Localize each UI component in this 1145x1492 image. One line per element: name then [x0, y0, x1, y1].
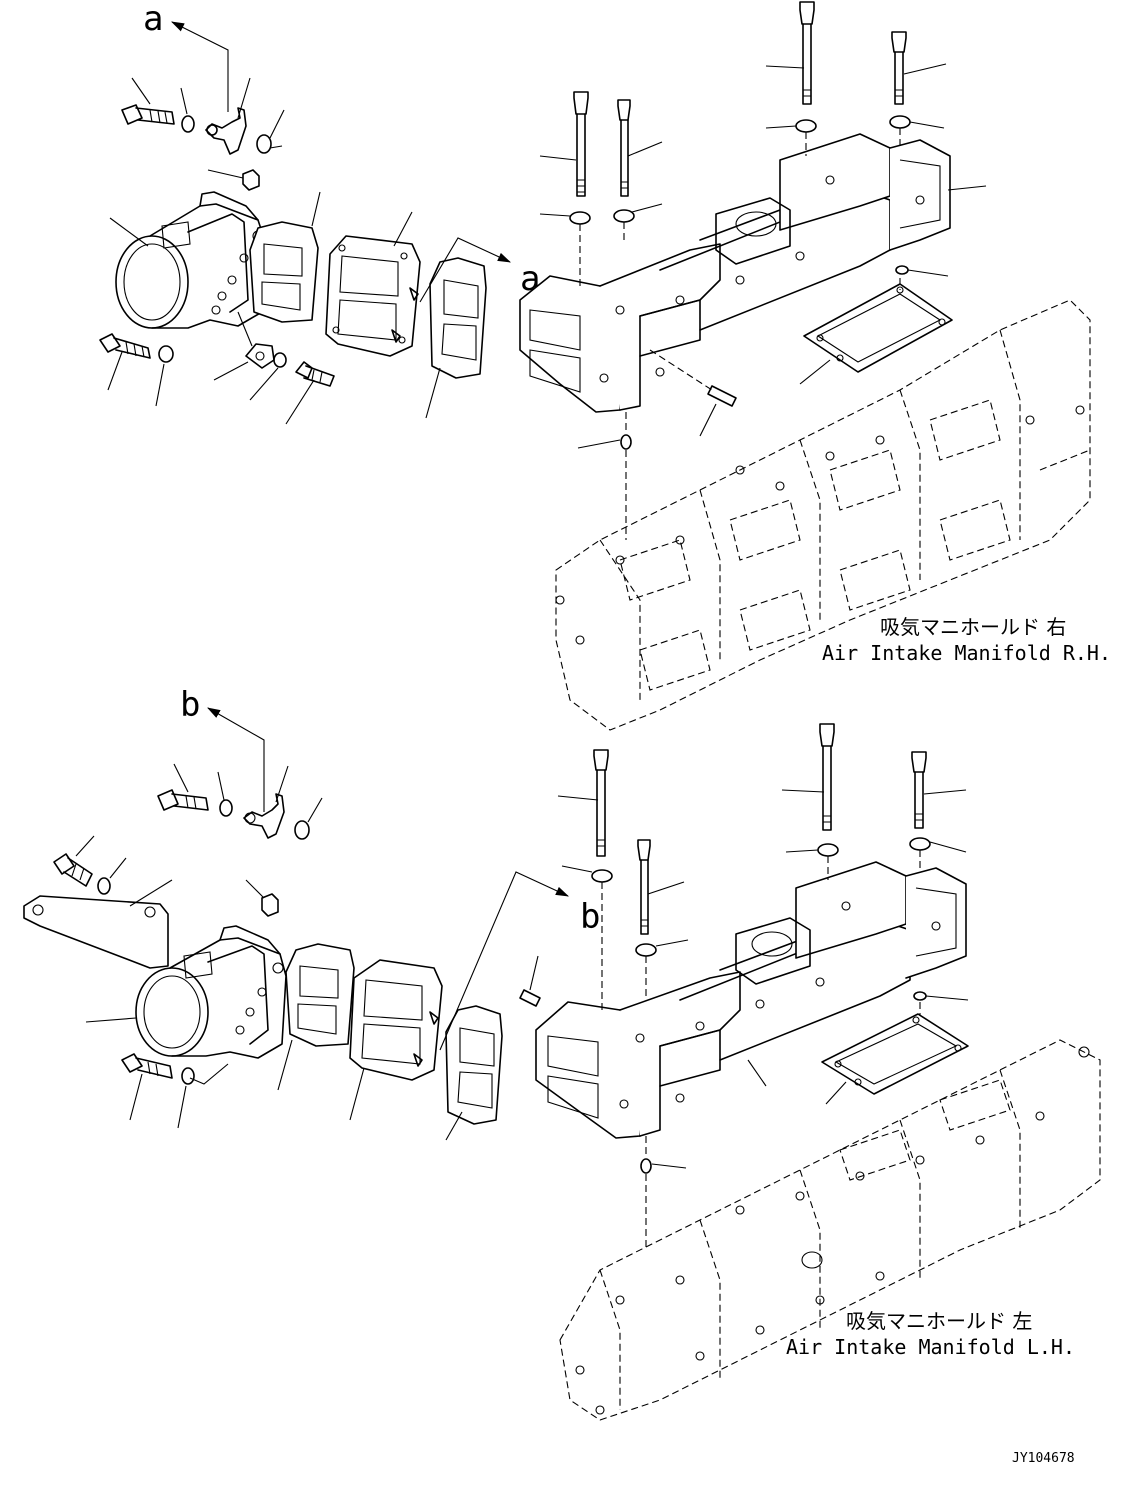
long-bolt-icon: [819, 723, 835, 831]
bolt-icon: [53, 853, 93, 887]
washer-icon: [219, 799, 233, 817]
long-bolt-icon: [799, 1, 815, 105]
callout-b-leader: [207, 707, 265, 812]
long-bolt-icon: [891, 31, 907, 105]
drawing-number: JY104678: [1012, 1451, 1075, 1466]
long-bolt-icon: [593, 749, 609, 857]
gasket-icon: [803, 283, 953, 373]
engine-block-outline: [555, 299, 1091, 731]
caption-lh-english: Air Intake Manifold L.H.: [786, 1335, 1075, 1359]
washer-icon: [613, 209, 635, 223]
spacer-plate-icon: [325, 235, 421, 357]
washer-icon: [795, 119, 817, 133]
gasket-icon: [285, 943, 355, 1047]
manifold-body: [535, 861, 967, 1139]
washer-icon: [181, 1067, 195, 1085]
elbow-connector: [135, 925, 287, 1059]
dowel-pin-icon: [707, 385, 737, 407]
washer-icon: [181, 115, 195, 133]
dowel-pin-icon: [519, 989, 541, 1007]
caption-rh-english: Air Intake Manifold R.H.: [822, 641, 1111, 665]
spacer-plate-icon: [349, 959, 443, 1081]
bolt-icon: [121, 104, 175, 125]
clip-bracket-icon: [205, 107, 247, 155]
bolt-icon: [157, 789, 209, 811]
callout-a-leader: [171, 21, 229, 112]
callout-b-label: b: [580, 897, 600, 937]
washer-icon: [591, 869, 613, 883]
manifold-body: [519, 133, 951, 413]
bushing-icon: [640, 1158, 652, 1174]
washer-icon: [256, 134, 272, 154]
gasket-icon: [429, 257, 487, 379]
callout-a-label: a: [143, 0, 163, 39]
assembly-left-hand: b: [23, 685, 1101, 1421]
washer-icon: [569, 211, 591, 225]
nut-icon: [913, 991, 927, 1001]
caption-lh-japanese: 吸気マニホールド 左: [846, 1309, 1032, 1333]
washer-icon: [909, 837, 931, 851]
callout-b-leader: [439, 871, 569, 1051]
assembly-right-hand: a: [99, 0, 1111, 731]
gasket-icon: [821, 1013, 969, 1095]
bushing-icon: [620, 434, 632, 450]
gasket-icon: [445, 1005, 503, 1125]
elbow-connector: [115, 191, 267, 329]
washer-icon: [294, 820, 310, 840]
washer-icon: [97, 877, 111, 895]
caption-rh-japanese: 吸気マニホールド 右: [880, 615, 1066, 639]
plug-icon: [242, 169, 260, 191]
gasket-icon: [249, 221, 319, 323]
washer-icon: [158, 345, 174, 363]
bolt-icon: [295, 361, 335, 387]
long-bolt-icon: [911, 751, 927, 829]
engine-block-outline: [559, 1039, 1101, 1421]
nut-icon: [895, 265, 909, 275]
callout-a-leader: [419, 237, 511, 303]
washer-icon: [273, 352, 287, 368]
mounting-bracket: [23, 895, 169, 969]
bolt-icon: [121, 1053, 173, 1079]
washer-icon: [889, 115, 911, 129]
long-bolt-icon: [637, 839, 651, 935]
washer-icon: [635, 943, 657, 957]
long-bolt-icon: [573, 91, 589, 197]
bolt-icon: [99, 333, 151, 359]
callout-b-label: b: [180, 685, 200, 725]
clip-bracket-icon: [243, 793, 285, 839]
bracket-tab-icon: [245, 343, 275, 369]
long-bolt-icon: [617, 99, 631, 197]
plug-icon: [261, 893, 279, 917]
washer-icon: [817, 843, 839, 857]
